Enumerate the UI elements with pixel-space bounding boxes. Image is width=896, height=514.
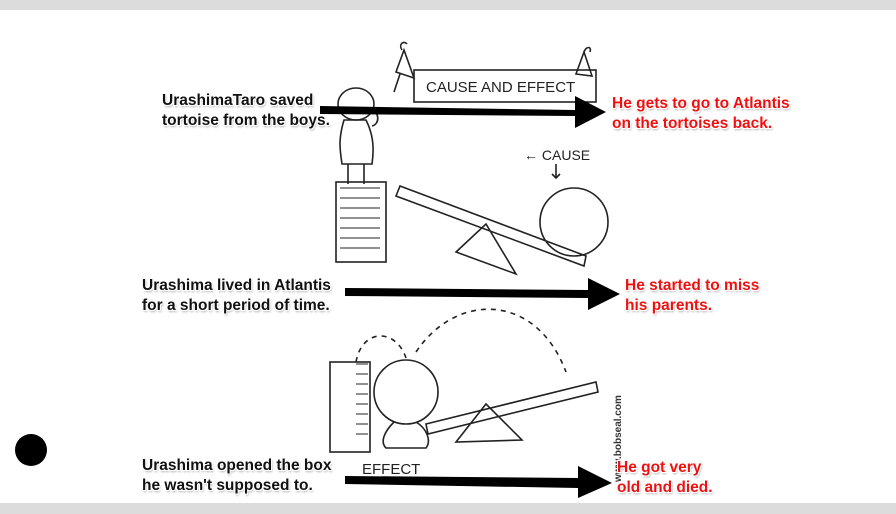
effect-text-1: He gets to go to Atlantis on the tortois…: [612, 94, 790, 134]
effect-text-2: He started to miss his parents.: [625, 276, 759, 316]
ball: [539, 187, 609, 257]
cause-1-line-1: UrashimaTaro saved: [162, 92, 314, 109]
seesaw-board: [394, 184, 587, 268]
effect-3-line-1: He got very: [617, 459, 702, 476]
effect-label: EFFECT: [362, 461, 420, 478]
pointer-dot: [15, 434, 47, 466]
effect-3-line-2: old and died.: [617, 479, 713, 496]
cause-3-line-2: he wasn't supposed to.: [142, 477, 313, 494]
bird-right-icon: [574, 46, 594, 77]
cause-text-1: UrashimaTaro saved tortoise from the boy…: [162, 91, 330, 131]
top-bar: [0, 0, 896, 10]
bottom-bar: [0, 503, 896, 514]
block: [335, 181, 387, 263]
sign-text: CAUSE AND EFFECT: [426, 79, 575, 96]
cause-1-line-2: tortoise from the boys.: [162, 112, 330, 129]
effect-2-line-1: He started to miss: [625, 277, 760, 294]
cause-3-line-1: Urashima opened the box: [142, 457, 332, 474]
effect-1-line-1: He gets to go to Atlantis: [612, 95, 790, 112]
effect-text-3: He got very old and died.: [617, 458, 713, 498]
cause-effect-cartoon: CAUSE AND EFFECT ← CAUSE EFFECT www.bobs…: [329, 41, 624, 483]
cause-text-3: Urashima opened the box he wasn't suppos…: [142, 456, 331, 496]
block-2: [329, 361, 371, 453]
effect-1-line-2: on the tortoises back.: [612, 115, 773, 132]
cause-label: ← CAUSE: [524, 147, 590, 163]
bird-left-icon: [393, 41, 416, 93]
person-figure: [337, 87, 379, 184]
credit-text: www.bobseal.com: [613, 395, 624, 483]
cause-2-line-2: for a short period of time.: [142, 297, 330, 314]
cause-2-line-1: Urashima lived in Atlantis: [142, 277, 331, 294]
effect-2-line-2: his parents.: [625, 297, 712, 314]
cause-text-2: Urashima lived in Atlantis for a short p…: [142, 276, 331, 316]
